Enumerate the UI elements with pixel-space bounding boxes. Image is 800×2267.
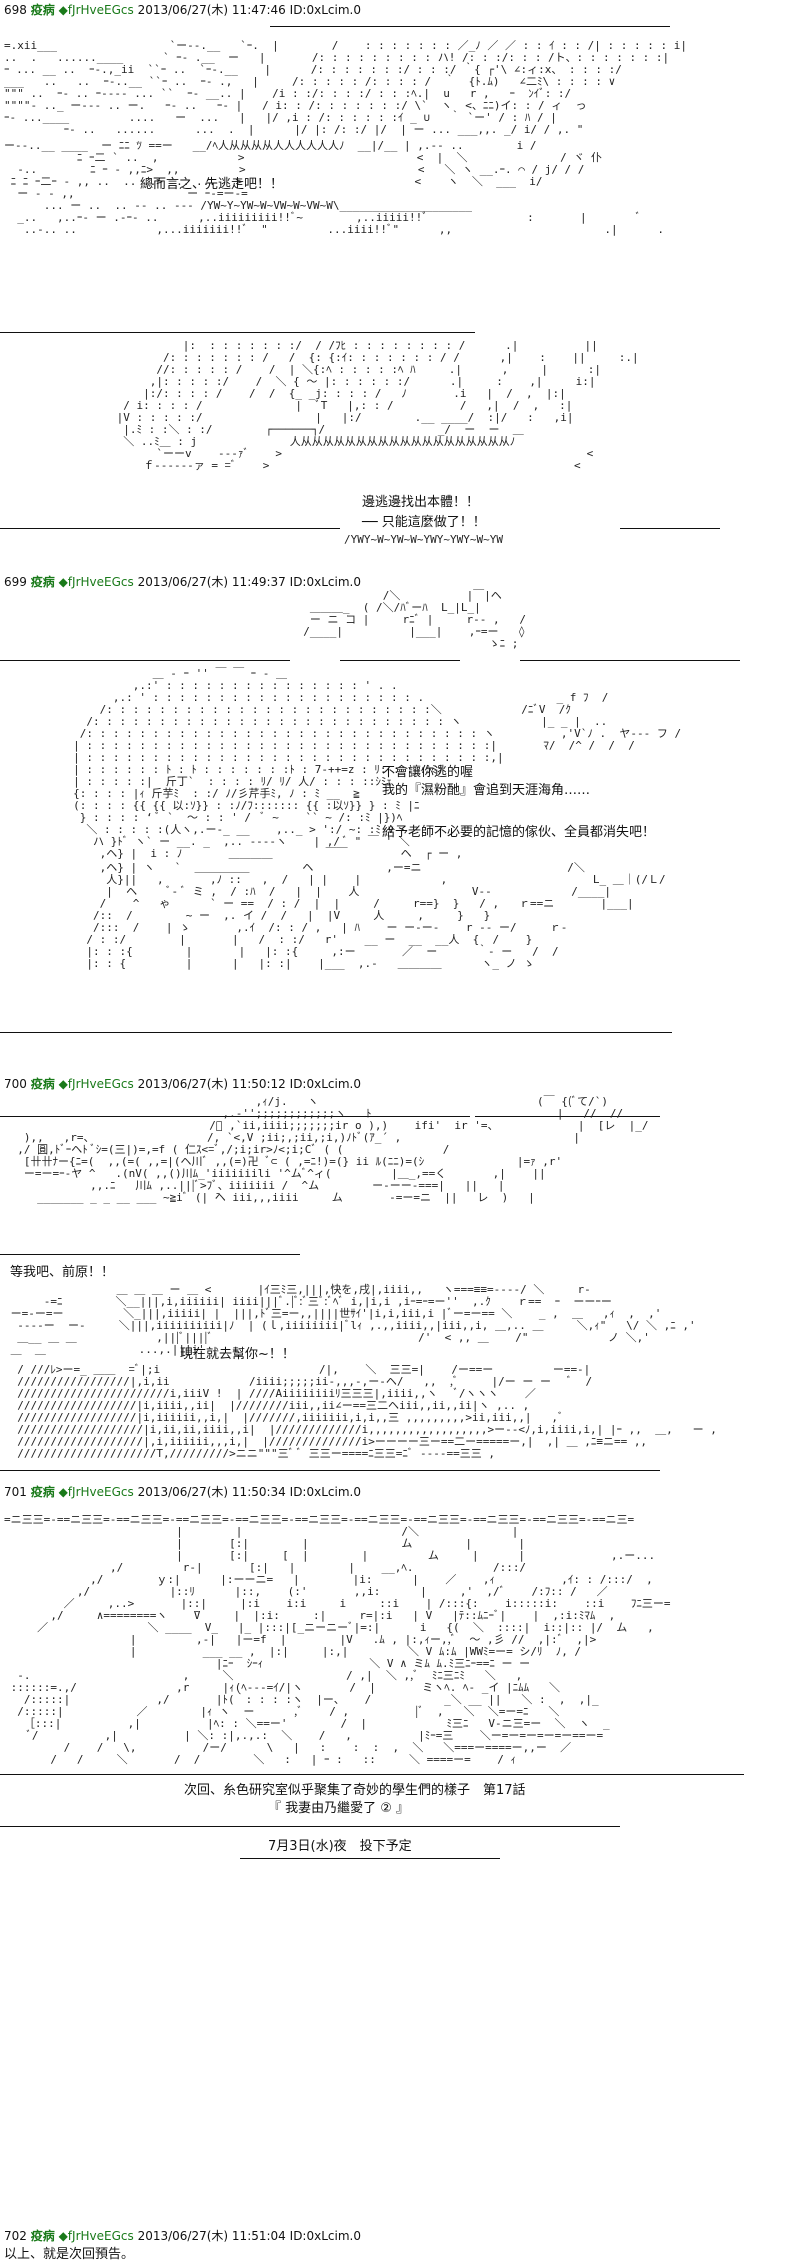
post-number: 698	[4, 3, 27, 17]
post-header: 700 疫病 ◆fJrHveEGcs 2013/06/27(木) 11:50:1…	[4, 1076, 361, 1092]
frame-line	[240, 1858, 500, 1859]
frame-line	[520, 660, 740, 661]
ascii-art: =.xii___ `ー--.__ `ｰ. | / : : : : : : : ／…	[4, 39, 688, 136]
speech-line: 等我吧、前原！！	[10, 1265, 115, 1280]
post-date: 2013/06/27(木) 11:50:12	[137, 1077, 286, 1091]
poster-name: 疫病	[30, 2229, 55, 2243]
frame-line	[270, 26, 670, 27]
frame-line	[0, 1254, 300, 1255]
poster-name: 疫病	[30, 1077, 55, 1091]
post-id: ID:0xLcim.0	[289, 3, 361, 17]
poster-trip: ◆fJrHveEGcs	[58, 2229, 134, 2243]
post-number: 700	[4, 1077, 27, 1091]
post-header: 699 疫病 ◆fJrHveEGcs 2013/06/27(木) 11:49:3…	[4, 574, 361, 590]
post-date: 2013/06/27(木) 11:51:04	[137, 2229, 286, 2243]
frame-line	[340, 660, 460, 661]
speech-line: 現在就去幫你~！！	[180, 1347, 295, 1362]
post-id: ID:0xLcim.0	[289, 575, 361, 589]
frame-line	[0, 1116, 470, 1117]
speech-line: 我的『濕粉酏』會追到天涯海角……	[382, 783, 591, 798]
frame-line	[0, 1032, 672, 1033]
ascii-art: |: : : : : : : :/ / /ﾌﾋ : : : : : : : : …	[116, 339, 639, 472]
frame-line	[620, 528, 720, 529]
poster-trip: ◆fJrHveEGcs	[58, 1077, 134, 1091]
ascii-art: ,ｨ/j. ヽ (￣ {(ﾞて/`) ,.-'';;;;;;;;;;;;ヽ ﾄ …	[17, 1095, 649, 1204]
frame-line	[0, 1470, 660, 1471]
poster-name: 疫病	[30, 3, 55, 17]
ascii-art: ,ヘ} | ヽ ` ＿＿＿＿＿ ヘ ,ー=ニ /＼ 人}|| , ,ﾉ :: ,…	[86, 861, 666, 970]
post-header: 698 疫病 ◆fJrHveEGcs 2013/06/27(木) 11:47:4…	[4, 2, 361, 18]
post-date: 2013/06/27(木) 11:49:37	[137, 575, 286, 589]
frame-line	[0, 528, 340, 529]
post-date: 2013/06/27(木) 11:50:34	[137, 1485, 286, 1499]
post-id: ID:0xLcim.0	[289, 1077, 361, 1091]
ascii-art: ＿ ＿ ＿ ー ＿ < |ｲ三ﾐ三,|||,快を,戌|,iiii,, ヽ===≡…	[10, 1283, 696, 1356]
speech-line: 次回、糸色研究室似乎聚集了奇妙的學生們的樣子 第17話	[184, 1783, 526, 1798]
poster-trip: ◆fJrHveEGcs	[58, 3, 134, 17]
closing-line: 以上、就是次回預告。	[4, 2247, 135, 2262]
speech-line: ── 只能這麼做了！！	[362, 515, 486, 530]
ascii-art: / ///ﾚ>ー=_ ＿＿ =ﾞ|;i /|, ＼ 三三=| /ー==ー ー==…	[17, 1363, 717, 1460]
speech-line: 總而言之、先逃走吧！！	[140, 177, 284, 192]
speech-line: 『 我妻由乃繼愛了 ② 』	[268, 1801, 410, 1816]
post-header: 701 疫病 ◆fJrHveEGcs 2013/06/27(木) 11:50:3…	[4, 1484, 361, 1500]
frame-line	[0, 660, 290, 661]
speech-line: 給予老師不必要的記憶的傢伙、全員都消失吧！	[382, 825, 656, 840]
frame-line	[0, 332, 475, 333]
ascii-art: /YWY~W~YW~W~YWY~YWY~W~YW	[344, 533, 503, 546]
ascii-art: ... ー .. .. -- .. --- /YW~Y~YW~W~VW~W~VW…	[17, 199, 665, 236]
poster-name: 疫病	[30, 575, 55, 589]
post-id: ID:0xLcim.0	[289, 2229, 361, 2243]
ascii-art: ー--..__ ____ ー ﾆﾆ ﾂ ==ー __/ﾍ人从从从从人人人人人人ﾉ…	[4, 139, 603, 200]
speech-line: 不會讓你逃的喔	[382, 765, 474, 780]
poster-trip: ◆fJrHveEGcs	[58, 575, 134, 589]
ascii-art: ＿ ‐ ｰ '' ￣ ￣ ｰ ‐ ＿ ,.:' : : : : : : : : …	[73, 667, 682, 860]
post-number: 699	[4, 575, 27, 589]
post-number: 701	[4, 1485, 27, 1499]
speech-line: 邊逃邊找出本體！！	[362, 495, 480, 510]
ascii-art: =ニ三三=-==ニ三三=-==ニ三三=-==ニ三三=-==ニ三三=-==ニ三三=…	[4, 1513, 671, 1766]
frame-line	[475, 1116, 660, 1117]
frame-line	[0, 1774, 744, 1775]
post-id: ID:0xLcim.0	[289, 1485, 361, 1499]
post-date: 2013/06/27(木) 11:47:46	[137, 3, 286, 17]
poster-trip: ◆fJrHveEGcs	[58, 1485, 134, 1499]
poster-name: 疫病	[30, 1485, 55, 1499]
speech-line: 7月3日(水)夜 投下予定	[268, 1839, 412, 1854]
post-header: 702 疫病 ◆fJrHveEGcs 2013/06/27(木) 11:51:0…	[4, 2228, 361, 2244]
post-number: 702	[4, 2229, 27, 2243]
ascii-art: /＼ |￣|ヘ ＿＿＿_ ( /＼/ﾊﾞーﾊ L_|L_| ー ニ コ | rﾆ…	[303, 589, 527, 650]
frame-line	[0, 1826, 620, 1827]
